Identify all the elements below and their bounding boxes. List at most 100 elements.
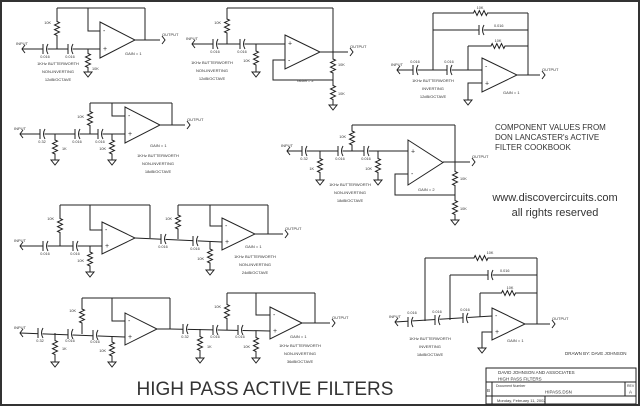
op-amp: [269, 306, 304, 340]
description-line: NON-INVERTING: [284, 351, 316, 356]
resistor: [86, 246, 94, 272]
capacitor-plate: [46, 43, 49, 55]
component-value: 1K: [62, 347, 67, 351]
gain-label: GAIN = 1: [125, 51, 142, 56]
resistor: [196, 329, 204, 358]
component-value: 10K: [243, 345, 250, 349]
output-label: OUTPUT: [332, 315, 349, 320]
source-line: FILTER COOKBOOK: [495, 143, 572, 152]
component-value: 0.32: [300, 157, 307, 161]
ground-icon: [49, 159, 61, 166]
capacitor-gap: [182, 325, 188, 333]
gain-label: GAIN = 2: [297, 78, 314, 83]
description-line: 1KHz BUTTERWORTH: [37, 61, 79, 66]
capacitor-gap: [39, 130, 45, 138]
op-amp-sign: +: [495, 329, 499, 336]
output-label: OUTPUT: [285, 226, 302, 231]
description-line: NON-INVERTING: [142, 161, 174, 166]
gain-label: GAIN = 1: [245, 244, 262, 249]
capacitor-gap: [462, 314, 468, 322]
ground-icon: [106, 159, 118, 166]
output-arrow-icon: [331, 318, 336, 328]
capacitor-plate: [416, 64, 419, 76]
op-amp-sign: -: [103, 28, 106, 35]
description-line: NON-INVERTING: [42, 69, 74, 74]
gain-label: GAIN = 1: [290, 334, 307, 339]
ground-icon: [327, 104, 339, 111]
capacitor-gap: [92, 331, 98, 339]
capacitor-gap: [434, 316, 440, 324]
op-amp-sign: +: [411, 148, 415, 155]
capacitor-plate: [101, 128, 104, 140]
op-amp-sign: -: [495, 313, 498, 320]
input-label: INPUT: [391, 62, 404, 67]
op-amp-sign: +: [105, 243, 109, 250]
resistor: [108, 134, 116, 160]
component-value: 0.016: [410, 60, 420, 64]
description-line: 18dB/OCTAVE: [417, 352, 444, 357]
output-arrow-icon: [186, 120, 191, 130]
website-text: www.discovercircuits.com: [491, 192, 617, 204]
op-amp-sign: -: [105, 227, 108, 234]
description-line: 18dB/OCTAVE: [337, 198, 364, 203]
description-line: 24dB/OCTAVE: [242, 270, 269, 275]
op-amp: [407, 139, 444, 186]
description-line: INVERTING: [419, 344, 441, 349]
capacitor-gap: [412, 66, 418, 74]
component-value: 0.016: [335, 157, 345, 161]
input-label: INPUT: [16, 41, 29, 46]
input-arrow-icon: [19, 129, 24, 139]
component-value: 0.016: [407, 311, 417, 315]
company-name: DAVID JOHNSON AND ASSOCIATES: [498, 370, 575, 375]
component-value: 0.016: [65, 339, 75, 343]
ground-icon: [106, 361, 118, 368]
input-label: INPUT: [186, 36, 199, 41]
date: Monday, February 11, 2002: [497, 398, 546, 403]
capacitor-gap: [301, 147, 307, 155]
capacitor-plate: [43, 128, 46, 140]
gain-label: GAIN = 1: [503, 90, 520, 95]
component-value: 0.32: [38, 140, 45, 144]
input-arrow-icon: [21, 44, 26, 54]
component-value: 0.016: [65, 55, 75, 59]
description-line: 1KHz BUTTERWORTH: [191, 60, 233, 65]
capacitor-plate: [164, 233, 167, 245]
output-arrow-icon: [161, 35, 166, 45]
ground-icon: [250, 357, 262, 364]
capacitor-gap: [67, 45, 73, 53]
capacitor-plate: [76, 240, 79, 252]
source-line: DON LANCASTER's ACTIVE: [495, 133, 599, 142]
component-value: 10K: [214, 21, 221, 25]
capacitor-gap: [37, 329, 43, 337]
resistor: [329, 52, 337, 80]
output-arrow-icon: [471, 157, 476, 167]
component-value: 0.016: [210, 50, 220, 54]
input-label: INPUT: [14, 238, 27, 243]
description-line: 12dB/OCTAVE: [420, 94, 447, 99]
component-value: 0.016: [40, 55, 50, 59]
resistor: [468, 42, 528, 50]
wire: [255, 293, 270, 316]
resistor: [53, 8, 61, 49]
component-value: 0.016: [40, 252, 50, 256]
sheet-size: B: [487, 388, 490, 393]
component-value: 0.32: [36, 339, 43, 343]
component-value: 1K: [62, 147, 67, 151]
component-value: 0.016: [500, 269, 510, 273]
component-value: 10K: [77, 259, 84, 263]
input-label: INPUT: [14, 126, 27, 131]
op-amp-sign: -: [225, 223, 228, 230]
op-amp-sign: -: [128, 113, 131, 120]
resistor: [374, 151, 382, 180]
op-amp-sign: +: [128, 334, 132, 341]
component-value: 10K: [165, 217, 172, 221]
title-block: DAVID JOHNSON AND ASSOCIATES HIGH PASS F…: [485, 367, 637, 405]
component-value: 10K: [338, 63, 345, 67]
resistor: [78, 298, 86, 334]
wire: [272, 59, 333, 81]
